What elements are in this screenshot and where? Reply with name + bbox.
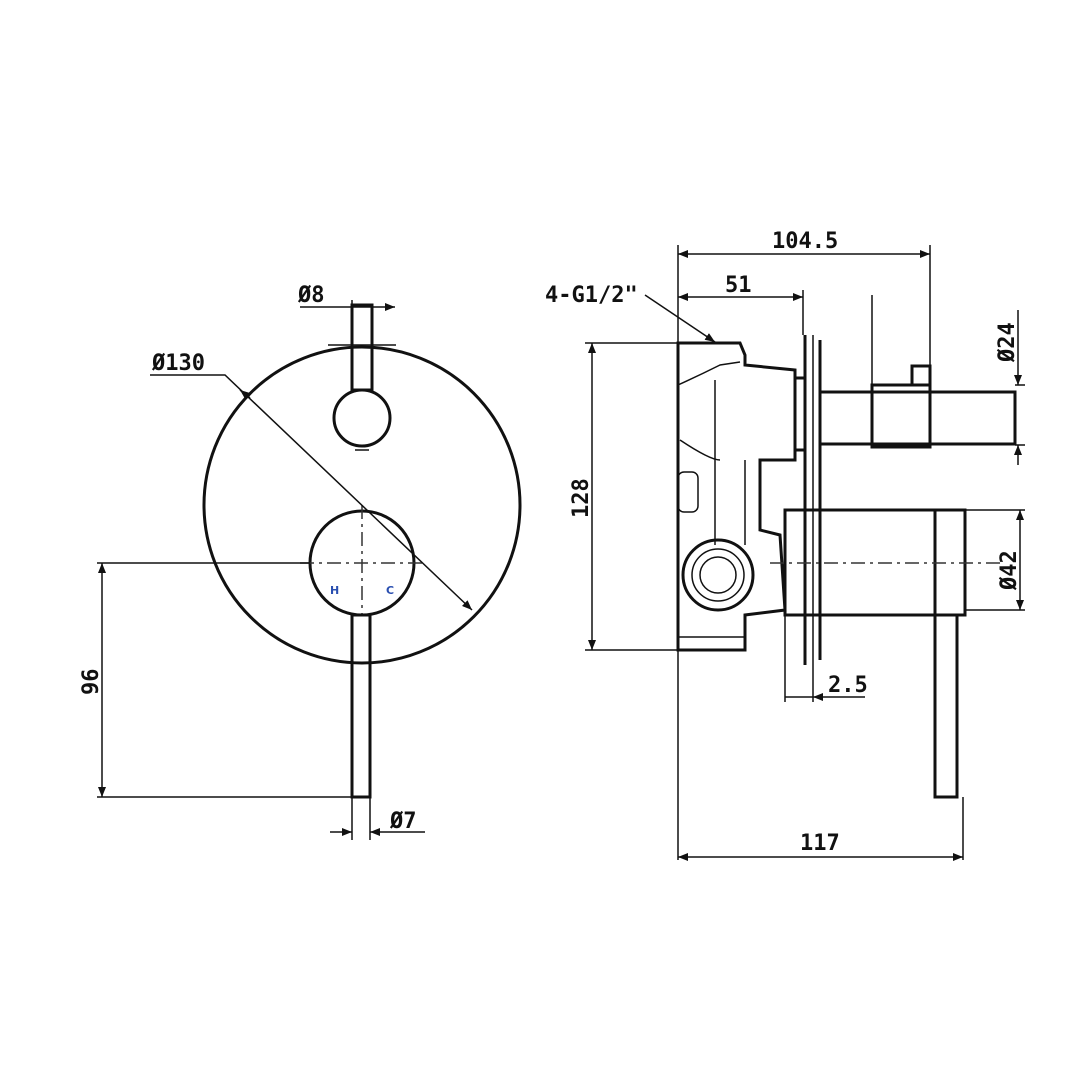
side-view: 104.5 51 4-G1/2" 128 Ø24 Ø42 2.5 117 — [545, 229, 1025, 861]
diverter-spindle — [818, 390, 1017, 446]
dim-body-height: 128 — [569, 478, 594, 518]
inlet-ring — [681, 538, 755, 612]
hot-label: H — [330, 584, 339, 597]
dim-body-depth: 51 — [725, 273, 752, 298]
front-view: H C Ø8 Ø130 96 Ø7 — [79, 283, 522, 840]
diverter-knob — [332, 388, 392, 448]
valve-body — [676, 341, 797, 652]
dim-thread-spec: 4-G1/2" — [545, 283, 638, 308]
dim-total-depth-bottom: 117 — [800, 831, 840, 856]
cold-label: C — [386, 584, 394, 597]
dim-plate-thickness: 2.5 — [828, 673, 868, 698]
dim-handle-diameter: Ø42 — [997, 550, 1022, 591]
dim-lever-diameter: Ø7 — [389, 809, 417, 834]
dim-diverter-diameter: Ø24 — [995, 322, 1020, 363]
lever — [350, 613, 372, 799]
lever-side — [933, 613, 959, 799]
dim-total-depth-top: 104.5 — [772, 229, 838, 254]
cover-plate — [202, 345, 522, 665]
dim-pin-diameter: Ø8 — [297, 283, 325, 308]
dim-lever-height: 96 — [79, 669, 104, 696]
diverter-knob-side — [870, 383, 932, 449]
dim-plate-diameter: Ø130 — [151, 351, 205, 376]
